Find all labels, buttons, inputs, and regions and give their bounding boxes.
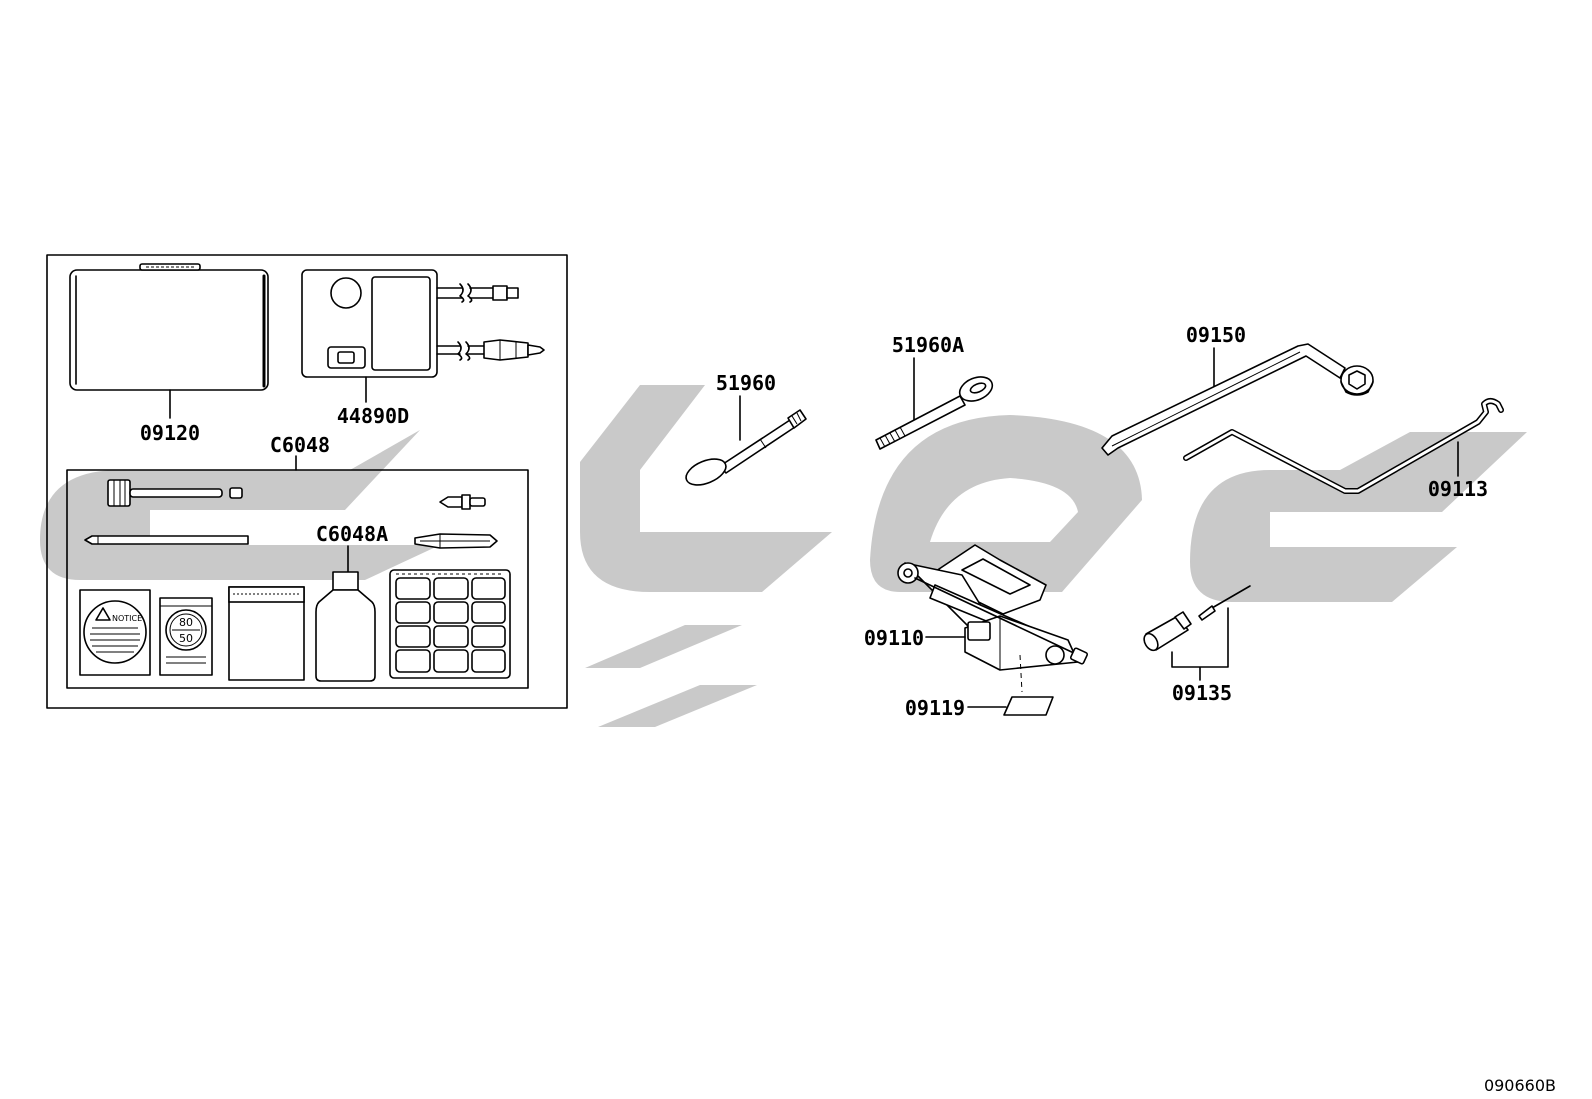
instruction-card — [228, 586, 305, 681]
jack-drawing — [897, 544, 1089, 671]
hose-connector — [492, 285, 508, 301]
valve-core — [439, 496, 463, 508]
part-label-eye-bolt: 51960A — [892, 333, 964, 357]
injection-rod-drawing — [84, 535, 249, 545]
watermark-dot-lower — [598, 685, 757, 727]
tool-kit-frame — [46, 254, 568, 709]
part-label-repair-kit: C6048 — [270, 433, 330, 457]
eye-bolt-thread — [879, 426, 906, 448]
diagram-code: 090660B — [1484, 1076, 1556, 1095]
sealant-bottle-drawing — [315, 571, 376, 682]
spoon-wrench-drawing — [685, 409, 807, 486]
spoon-wrench-tip — [787, 409, 807, 429]
spoon-wrench-shaft — [719, 419, 796, 474]
watermark-shape-right — [1190, 432, 1527, 602]
patch-grid — [395, 577, 506, 673]
speed-sticker-bottom-value: 50 — [179, 632, 193, 645]
warning-sticker-text: NOTICE — [112, 614, 142, 623]
valve-tool-cap — [229, 487, 243, 499]
lug-wrench-hex — [1348, 370, 1366, 390]
part-label-jack-label: 09119 — [905, 696, 965, 720]
socket-set-leader — [1171, 607, 1229, 681]
jack-label-dashed-line — [1019, 654, 1023, 693]
part-label-sealant-bottle: C6048A — [316, 522, 388, 546]
bottle-body — [315, 589, 376, 682]
jack-pivot-right — [1045, 645, 1065, 665]
socket-drawing — [1143, 611, 1192, 652]
pick-tool-drawing — [1198, 585, 1251, 621]
part-label-spoon-wrench: 51960 — [716, 371, 776, 395]
valve-tool-shaft — [129, 488, 223, 498]
lug-wrench-drawing — [1101, 343, 1374, 456]
socket-end — [1174, 611, 1192, 630]
hose-tool-drawing — [414, 533, 498, 549]
manual-cover — [69, 269, 269, 391]
injection-rod — [84, 535, 249, 545]
jack-block — [967, 621, 991, 641]
eye-bolt-drawing — [875, 376, 994, 450]
part-label-lug-wrench: 09150 — [1186, 323, 1246, 347]
watermark-dot-upper — [585, 625, 742, 668]
pick-tool-shaft — [1211, 585, 1251, 609]
jack-screw — [914, 577, 1079, 656]
pick-tool-handle — [1198, 605, 1216, 621]
valve-core-drawing — [439, 494, 486, 510]
valve-tool-drawing — [107, 479, 243, 507]
warning-sticker: NOTICE — [79, 589, 151, 676]
jack-saddle-slot — [961, 558, 1031, 595]
compressor-gauge — [330, 277, 362, 309]
valve-tool-handle — [107, 479, 131, 507]
watermark-shape-middle — [580, 385, 832, 592]
jack-handle-drawing — [1183, 398, 1504, 494]
bottle-cap — [332, 571, 359, 591]
jack-screw-nut — [1069, 647, 1089, 665]
watermark-shape-left — [40, 430, 440, 580]
manual-drawing — [69, 263, 269, 391]
part-label-jack: 09110 — [864, 626, 924, 650]
part-label-manual: 09120 — [140, 421, 200, 445]
jack-label-card — [1003, 696, 1054, 716]
air-hose — [436, 287, 463, 299]
repair-kit-frame — [66, 469, 529, 689]
warning-sticker-disc — [83, 600, 147, 664]
patch-sheet — [389, 569, 511, 679]
watermark-round-hole — [930, 478, 1078, 542]
compressor-drawing — [301, 269, 545, 378]
part-label-socket-set: 09135 — [1172, 681, 1232, 705]
warning-triangle-icon — [95, 607, 111, 621]
part-label-compressor: 44890D — [337, 404, 409, 428]
power-plug — [483, 339, 529, 361]
power-cord — [436, 345, 461, 355]
compressor-panel — [371, 276, 431, 371]
speed-sticker: 80 50 — [159, 597, 213, 676]
part-label-jack-handle: 09113 — [1428, 477, 1488, 501]
jack-handle-rod — [1184, 399, 1503, 493]
spoon-wrench-head — [685, 458, 727, 486]
speed-sticker-top-value: 80 — [179, 616, 193, 629]
